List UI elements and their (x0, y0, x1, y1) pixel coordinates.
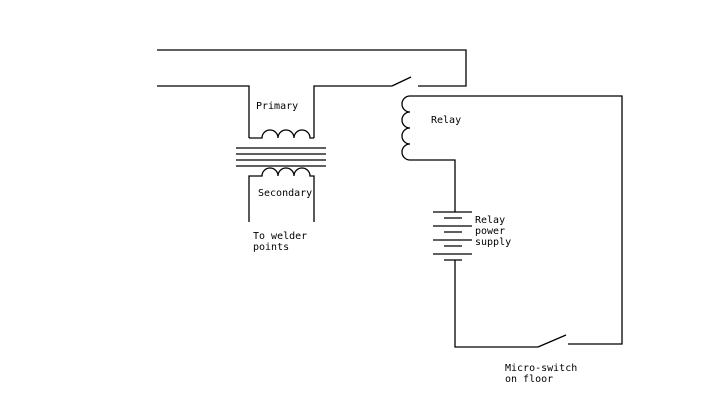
relay-label: Relay (431, 115, 462, 126)
mains-supply (157, 49, 467, 138)
mains-bottom-left-wire (157, 85, 250, 138)
micro-switch (537, 334, 567, 348)
battery (433, 211, 472, 261)
transformer-core (236, 147, 326, 167)
relay-contact-switch (391, 76, 412, 87)
mains-primary-return-wire (313, 85, 392, 138)
relay-coil (410, 95, 623, 345)
micro-switch-label: Micro-switch on floor (505, 363, 578, 385)
relay-power-supply-label: Relay power supply (475, 215, 512, 248)
battery-return-wire (454, 260, 538, 348)
secondary-winding (248, 167, 315, 222)
secondary-label: Secondary (258, 188, 313, 199)
primary-winding (249, 129, 314, 139)
primary-label: Primary (256, 101, 299, 112)
mains-top-wire (157, 49, 467, 87)
to-welder-points-label: To welder points (253, 231, 308, 253)
relay-coil-winding (401, 95, 456, 212)
